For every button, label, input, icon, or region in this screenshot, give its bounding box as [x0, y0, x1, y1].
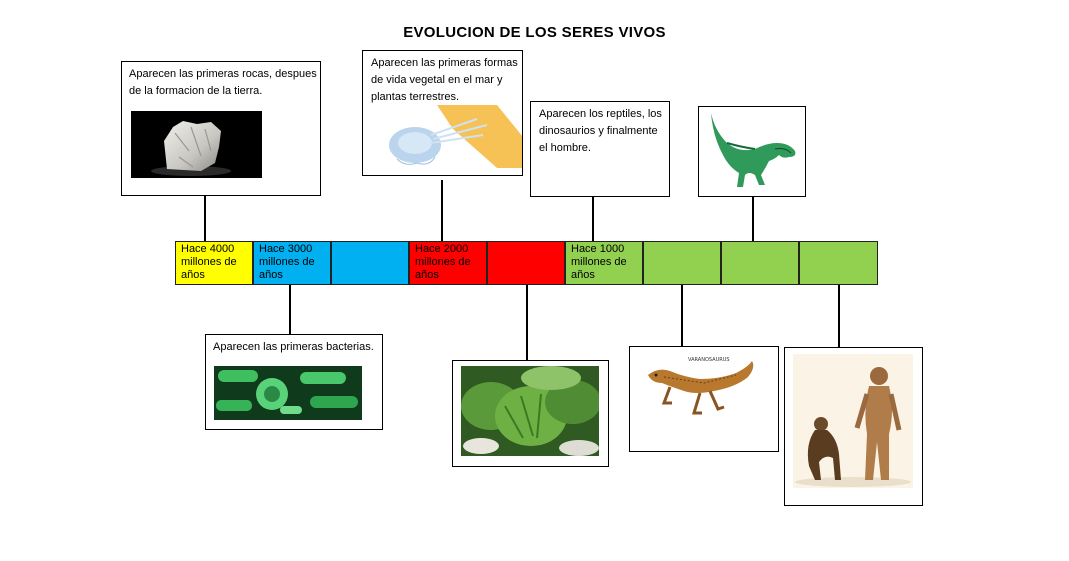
- segment-label: Hace 3000 millones de años: [259, 243, 315, 281]
- connector-lizard: [681, 285, 683, 346]
- bacteria-image: [214, 366, 362, 420]
- human-evolution-image: [793, 354, 913, 488]
- timeline-segment: Hace 3000 millones de años: [253, 241, 331, 285]
- timeline-segment: [799, 241, 878, 285]
- event-text-reptiles: Aparecen los reptiles, los dinosaurios y…: [539, 108, 662, 154]
- event-text-rocks: Aparecen las primeras rocas, despues de …: [129, 68, 317, 97]
- connector-reptiles: [592, 196, 594, 241]
- event-box-reptiles: Aparecen los reptiles, los dinosaurios y…: [530, 101, 670, 197]
- lizard-image-box: VARANOSAURUS: [629, 346, 779, 452]
- lizard-image: VARANOSAURUS: [644, 353, 766, 433]
- timeline-segment: Hace 2000 millones de años: [409, 241, 487, 285]
- connector-bacteria: [289, 285, 291, 334]
- timeline-segment: [643, 241, 721, 285]
- evolution-image-box: [784, 347, 923, 506]
- event-text-plants: Aparecen las primeras formas de vida veg…: [371, 57, 518, 103]
- timeline-segment: [331, 241, 409, 285]
- lizard-caption: VARANOSAURUS: [688, 357, 730, 363]
- rock-image: [131, 111, 262, 178]
- event-box-rocks: Aparecen las primeras rocas, despues de …: [121, 61, 321, 196]
- event-box-plants: Aparecen las primeras formas de vida veg…: [362, 50, 523, 176]
- connector-evolution: [838, 285, 840, 347]
- plants-image-box: [452, 360, 609, 467]
- connector-rocks: [204, 195, 206, 241]
- timeline-segment: [721, 241, 799, 285]
- connector-plants: [441, 180, 443, 241]
- page-title: EVOLUCION DE LOS SERES VIVOS: [403, 24, 666, 41]
- timeline-segment: Hace 1000 millones de años: [565, 241, 643, 285]
- jellyfish-image: [387, 105, 522, 168]
- connector-plants-photo: [526, 285, 528, 360]
- event-text-bacteria: Aparecen las primeras bacterias.: [213, 341, 374, 353]
- dinosaur-image-box: [698, 106, 806, 197]
- event-box-bacteria: Aparecen las primeras bacterias.: [205, 334, 383, 430]
- segment-label: Hace 4000 millones de años: [181, 243, 237, 281]
- timeline-segment: Hace 4000 millones de años: [175, 241, 253, 285]
- plants-image: [461, 366, 599, 456]
- connector-dinosaur: [752, 196, 754, 241]
- dinosaur-image: [705, 113, 801, 191]
- segment-label: Hace 2000 millones de años: [415, 243, 471, 281]
- timeline-segment: [487, 241, 565, 285]
- segment-label: Hace 1000 millones de años: [571, 243, 627, 281]
